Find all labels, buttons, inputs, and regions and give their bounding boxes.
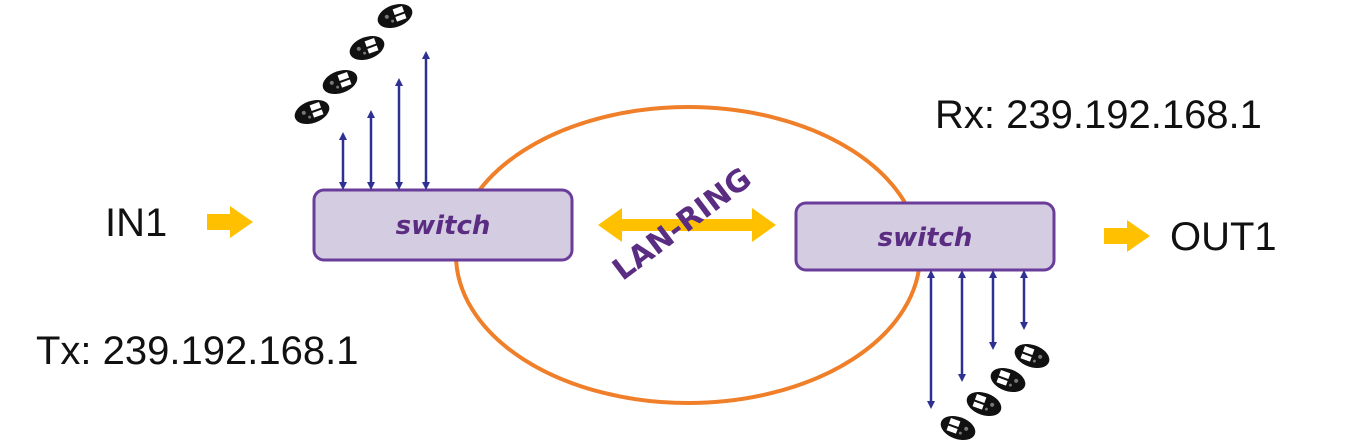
camera-icon[interactable] [374, 0, 415, 32]
tx-address-label: Tx: 239.192.168.1 [36, 329, 358, 373]
switch-right-label: switch [878, 223, 973, 253]
switch-right[interactable]: switch [794, 201, 1056, 272]
camera-icon[interactable] [1011, 340, 1052, 373]
input-label: IN1 [105, 201, 167, 245]
camera-icon[interactable] [346, 32, 387, 65]
output-arrow-icon [1104, 220, 1150, 252]
switch-left-label: switch [396, 211, 491, 241]
input-arrow-icon [207, 206, 253, 238]
camera-icon[interactable] [937, 412, 978, 445]
camera-icon[interactable] [291, 96, 332, 129]
switch-left[interactable]: switch [312, 188, 574, 262]
camera-icon[interactable] [963, 388, 1004, 421]
switch-right-links [927, 270, 1028, 409]
rx-address-label: Rx: 239.192.168.1 [935, 93, 1262, 137]
output-label: OUT1 [1170, 215, 1277, 259]
switch-left-links [339, 51, 430, 190]
camera-icon[interactable] [987, 364, 1028, 397]
camera-icon[interactable] [319, 66, 360, 99]
switch-right-endpoints [937, 340, 1052, 445]
switch-left-endpoints [291, 0, 415, 129]
switch-left-box[interactable] [312, 188, 574, 262]
switch-right-box[interactable] [794, 201, 1056, 272]
lan-ring-double-arrow-icon [598, 208, 776, 242]
